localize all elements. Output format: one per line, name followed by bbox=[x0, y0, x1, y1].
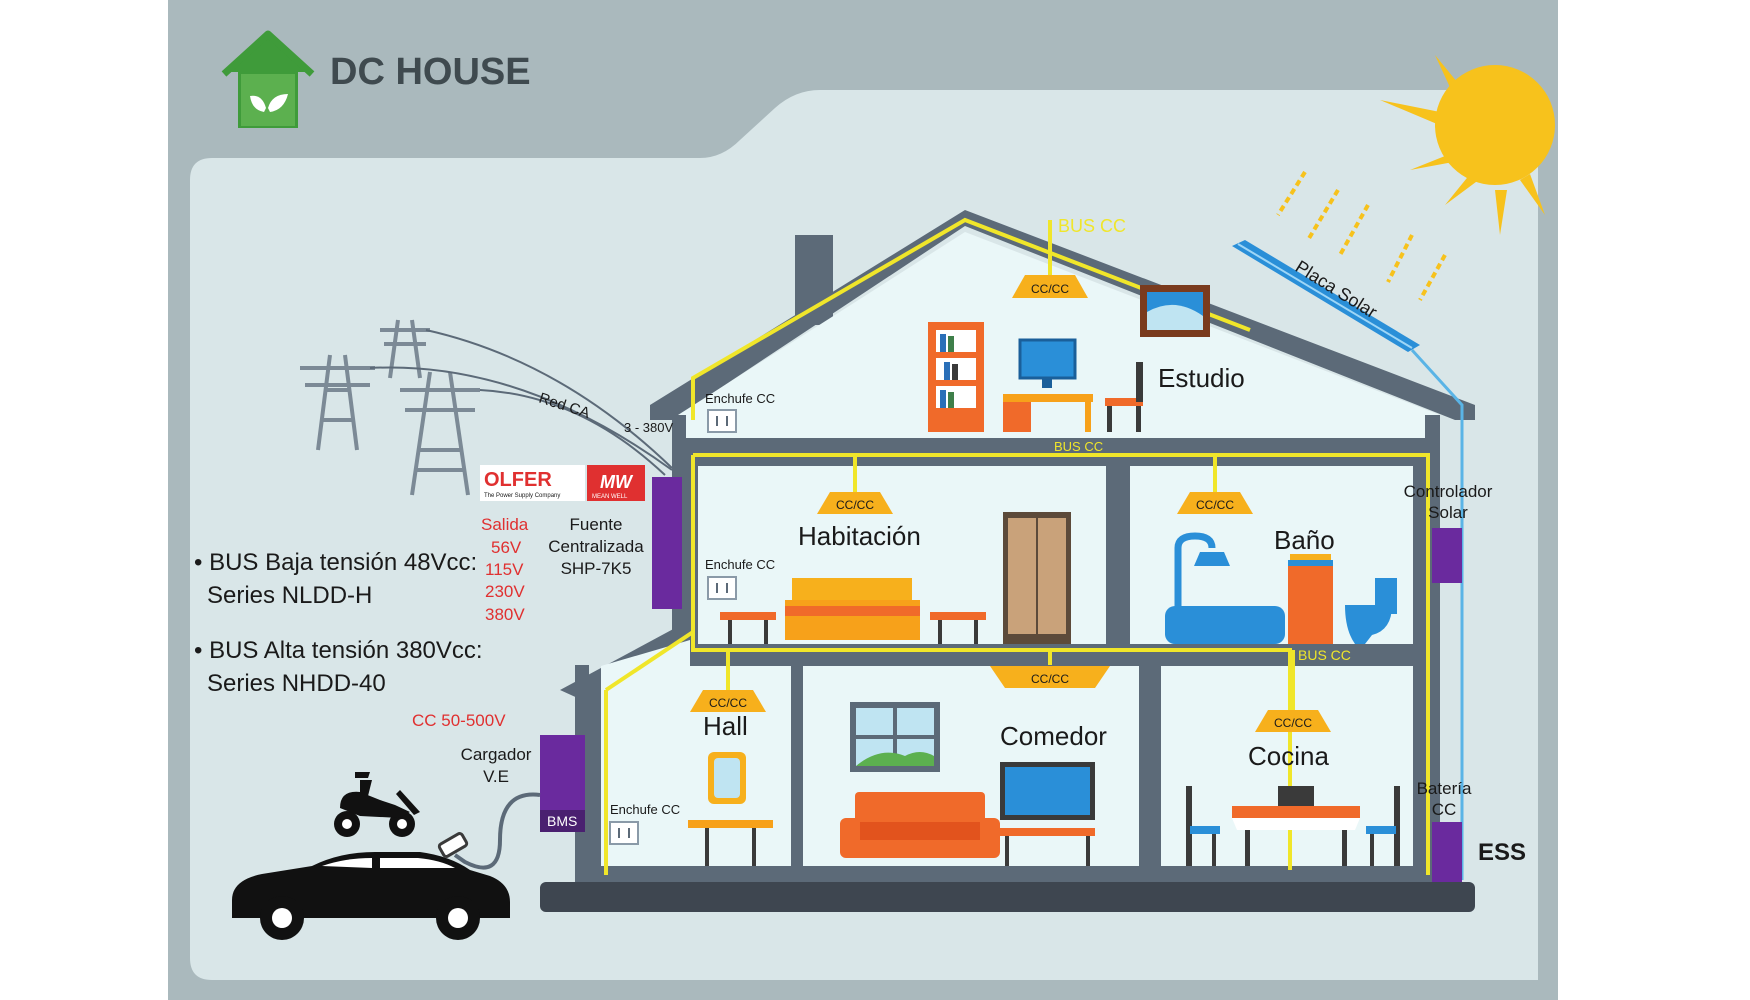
outlet-attic-icon bbox=[707, 409, 737, 433]
svg-text:The Power Supply Company: The Power Supply Company bbox=[484, 493, 560, 499]
outlet-ground-floor-icon bbox=[609, 821, 639, 845]
electric-car-icon bbox=[232, 852, 510, 940]
sun-icon bbox=[1380, 55, 1555, 235]
window-icon bbox=[850, 702, 940, 772]
controlador-solar-label-1: Controlador bbox=[1404, 482, 1493, 501]
svg-text:OLFER: OLFER bbox=[484, 469, 552, 491]
olfer-logo: OLFER The Power Supply Company bbox=[480, 465, 585, 501]
nightstand-left-icon bbox=[720, 612, 776, 644]
svg-text:CC/CC: CC/CC bbox=[1274, 716, 1312, 730]
fuente-centralizada-box bbox=[652, 477, 682, 609]
toilet-icon bbox=[1345, 578, 1397, 644]
bullet-1-line-1: • BUS Baja tensión 48Vcc: bbox=[194, 549, 477, 576]
bateria-cc-label-2: CC bbox=[1432, 800, 1457, 819]
ess-label: ESS bbox=[1478, 839, 1526, 866]
lamp-habitacion: CC/CC bbox=[817, 492, 893, 514]
voltage-3ph-label: 3 - 380V bbox=[624, 420, 673, 435]
drawer-stack-icon bbox=[1288, 554, 1333, 644]
cargador-label-1: Cargador bbox=[461, 745, 532, 764]
room-label-bano: Baño bbox=[1274, 525, 1335, 555]
svg-text:CC/CC: CC/CC bbox=[709, 696, 747, 710]
outlet-first-floor-icon bbox=[707, 576, 737, 600]
bullet-2-line-2: Series NHDD-40 bbox=[207, 670, 386, 697]
desk-computer-icon bbox=[1003, 338, 1093, 432]
page-title: DC HOUSE bbox=[330, 51, 531, 93]
room-label-cocina: Cocina bbox=[1248, 741, 1329, 771]
wall-picture-icon bbox=[1140, 285, 1210, 337]
room-label-comedor: Comedor bbox=[1000, 721, 1107, 751]
solar-wire bbox=[1410, 348, 1464, 880]
meanwell-logo: MW MEAN WELL bbox=[587, 465, 645, 501]
bateria-cc-label-1: Batería bbox=[1417, 779, 1472, 798]
svg-text:CC/CC: CC/CC bbox=[1196, 498, 1234, 512]
power-tower-icon bbox=[300, 319, 480, 496]
chair-icon bbox=[1105, 362, 1143, 432]
dining-table-icon bbox=[1232, 786, 1360, 866]
lamp-bano: CC/CC bbox=[1177, 492, 1253, 514]
enchufe-cc-attic-label: Enchufe CC bbox=[705, 391, 775, 406]
bathtub-shower-icon bbox=[1165, 532, 1285, 644]
fuente-label-2: Centralizada bbox=[548, 537, 644, 556]
svg-text:MEAN WELL: MEAN WELL bbox=[592, 494, 628, 500]
bus-cc-roof-label: BUS CC bbox=[1058, 216, 1126, 236]
bms-label: BMS bbox=[547, 813, 577, 829]
cc-range-label: CC 50-500V bbox=[412, 711, 506, 730]
lamp-hall: CC/CC bbox=[690, 690, 766, 712]
bullet-2-line-1: • BUS Alta tensión 380Vcc: bbox=[194, 637, 483, 664]
output-230v: 230V bbox=[485, 582, 525, 601]
room-label-habitacion: Habitación bbox=[798, 521, 921, 551]
bookshelf-icon bbox=[928, 322, 984, 432]
cargador-label-2: V.E bbox=[483, 767, 509, 786]
bateria-ess-box bbox=[1432, 822, 1462, 882]
solar-panel-icon bbox=[1232, 240, 1420, 352]
room-label-estudio: Estudio bbox=[1158, 363, 1245, 393]
house-leaf-logo-icon bbox=[221, 30, 315, 128]
output-115v: 115V bbox=[485, 560, 524, 579]
enchufe-cc-ground-floor-label: Enchufe CC bbox=[610, 802, 680, 817]
power-lines bbox=[369, 329, 673, 476]
wardrobe-icon bbox=[1003, 512, 1071, 644]
chairs-icon bbox=[1186, 786, 1400, 866]
svg-text:CC/CC: CC/CC bbox=[1031, 282, 1069, 296]
controlador-solar-label-2: Solar bbox=[1428, 503, 1468, 522]
output-380v: 380V bbox=[485, 605, 525, 624]
lamp-cocina: CC/CC bbox=[1255, 710, 1331, 732]
controlador-solar-box bbox=[1432, 528, 1462, 583]
mirror-icon bbox=[708, 752, 746, 804]
svg-text:CC/CC: CC/CC bbox=[836, 498, 874, 512]
console-table-icon bbox=[688, 820, 773, 866]
charging-plug-icon bbox=[437, 832, 469, 858]
room-label-hall: Hall bbox=[703, 711, 748, 741]
svg-text:CC/CC: CC/CC bbox=[1031, 672, 1069, 686]
bus-cc-ground-floor-label: BUS CC bbox=[1298, 647, 1351, 663]
bms-box bbox=[540, 810, 585, 832]
salida-label: Salida bbox=[481, 515, 529, 534]
bed-icon bbox=[785, 578, 920, 640]
nightstand-right-icon bbox=[930, 612, 986, 644]
fuente-label-3: SHP-7K5 bbox=[561, 559, 632, 578]
tv-table-icon bbox=[1000, 828, 1095, 866]
svg-text:MW: MW bbox=[600, 472, 634, 492]
charging-cable bbox=[453, 792, 541, 870]
bus-cc-wiring bbox=[604, 217, 1430, 875]
bullet-1-line-2: Series NLDD-H bbox=[207, 582, 372, 609]
sofa-icon bbox=[840, 792, 1000, 858]
output-56v: 56V bbox=[491, 538, 522, 557]
lamp-comedor: CC/CC bbox=[990, 666, 1110, 688]
scooter-icon bbox=[334, 772, 420, 837]
lamp-estudio: CC/CC bbox=[1012, 275, 1088, 298]
bus-cc-first-floor-label: BUS CC bbox=[1054, 439, 1103, 454]
enchufe-cc-first-floor-label: Enchufe CC bbox=[705, 557, 775, 572]
sun-rays-icon bbox=[1276, 170, 1447, 301]
fuente-label-1: Fuente bbox=[570, 515, 623, 534]
tv-icon bbox=[1000, 762, 1095, 820]
